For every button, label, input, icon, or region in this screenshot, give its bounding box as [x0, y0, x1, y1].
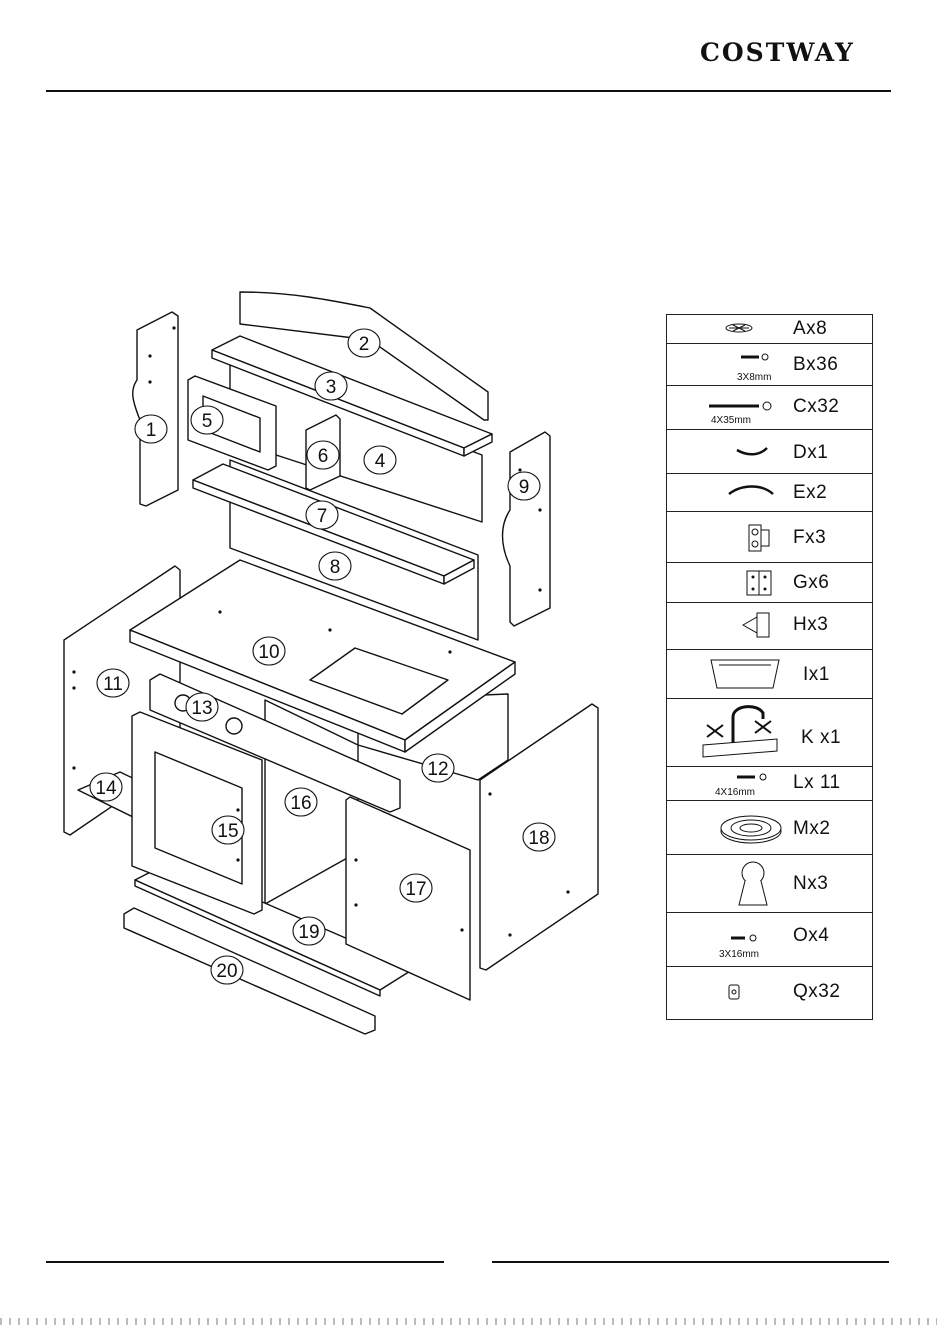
hardware-row-b: 3X8mm Bx36 — [667, 344, 872, 386]
cam-nut-icon — [667, 967, 787, 1019]
hardware-code-m: Mx2 — [793, 818, 830, 840]
hinge-clip-icon — [667, 512, 787, 563]
hardware-code-o: Ox4 — [793, 925, 829, 947]
hardware-size-l: 4X16mm — [715, 787, 755, 798]
page-edge-strip — [0, 1318, 937, 1325]
part-label-18: 18 — [528, 828, 549, 849]
part-label-9: 9 — [519, 477, 530, 498]
hardware-row-q: Qx32 — [667, 967, 872, 1019]
part-label-10: 10 — [258, 642, 279, 663]
hardware-size-o: 3X16mm — [719, 949, 759, 960]
sink-basin-icon — [667, 650, 797, 699]
hardware-row-e: Ex2 — [667, 474, 872, 512]
exploded-assembly-diagram: 2 3 4 5 6 7 8 1 9 10 11 12 13 14 15 16 1… — [0, 0, 640, 1060]
hardware-code-q: Qx32 — [793, 981, 840, 1003]
hardware-legend: Ax8 3X8mm Bx36 4X35mm Cx32 Dx1 Ex2 — [666, 314, 873, 1020]
hardware-row-f: Fx3 — [667, 512, 872, 563]
part-9-right-side — [503, 432, 551, 626]
hardware-code-n: Nx3 — [793, 873, 828, 895]
hardware-code-d: Dx1 — [793, 442, 828, 464]
footer-rule-left — [46, 1261, 444, 1263]
hardware-size-c: 4X35mm — [711, 415, 751, 426]
hardware-row-i: Ix1 — [667, 650, 872, 699]
part-label-12: 12 — [427, 759, 448, 780]
part-label-3: 3 — [326, 377, 337, 398]
hardware-row-k: K x1 — [667, 699, 872, 767]
hardware-row-h: Hx3 — [667, 603, 872, 650]
hardware-row-c: 4X35mm Cx32 — [667, 386, 872, 430]
hardware-code-a: Ax8 — [793, 318, 827, 340]
stove-burner-icon — [667, 801, 787, 855]
hardware-code-f: Fx3 — [793, 527, 826, 549]
part-label-7: 7 — [317, 506, 328, 527]
hardware-row-a: Ax8 — [667, 315, 872, 344]
knob-icon — [667, 855, 787, 913]
part-label-4: 4 — [375, 451, 386, 472]
part-label-19: 19 — [298, 922, 319, 943]
part-label-13: 13 — [191, 698, 212, 719]
hardware-code-e: Ex2 — [793, 482, 827, 504]
handle-icon — [667, 430, 787, 474]
hinge-icon — [667, 563, 787, 603]
part-label-1: 1 — [146, 420, 157, 441]
hardware-row-d: Dx1 — [667, 430, 872, 474]
part-1-left-side — [133, 312, 178, 506]
part-label-5: 5 — [202, 411, 213, 432]
hardware-code-c: Cx32 — [793, 396, 839, 418]
part-label-8: 8 — [330, 557, 341, 578]
part-label-16: 16 — [290, 793, 311, 814]
part-label-15: 15 — [217, 821, 238, 842]
hardware-row-n: Nx3 — [667, 855, 872, 913]
cam-lock-icon — [667, 315, 787, 344]
hardware-code-b: Bx36 — [793, 354, 838, 376]
curved-handle-icon — [667, 474, 787, 512]
hardware-row-o: 3X16mm Ox4 — [667, 913, 872, 967]
hardware-code-i: Ix1 — [803, 664, 830, 686]
hardware-code-k: K x1 — [801, 727, 841, 749]
hardware-code-g: Gx6 — [793, 572, 829, 594]
footer-rule-right — [492, 1261, 889, 1263]
part-label-14: 14 — [95, 778, 117, 799]
faucet-icon — [667, 699, 797, 767]
bracket-icon — [667, 603, 787, 650]
hardware-code-l: Lx 11 — [793, 772, 841, 794]
part-label-6: 6 — [318, 446, 329, 467]
hardware-row-g: Gx6 — [667, 563, 872, 603]
hardware-row-l: 4X16mm Lx 11 — [667, 767, 872, 801]
hardware-size-b: 3X8mm — [737, 372, 771, 383]
hardware-row-m: Mx2 — [667, 801, 872, 855]
part-label-11: 11 — [103, 674, 123, 695]
brand-logo: COSTWAY — [700, 36, 900, 70]
part-label-17: 17 — [405, 879, 426, 900]
part-label-2: 2 — [359, 334, 370, 355]
hardware-code-h: Hx3 — [793, 614, 828, 636]
part-label-20: 20 — [216, 961, 237, 982]
